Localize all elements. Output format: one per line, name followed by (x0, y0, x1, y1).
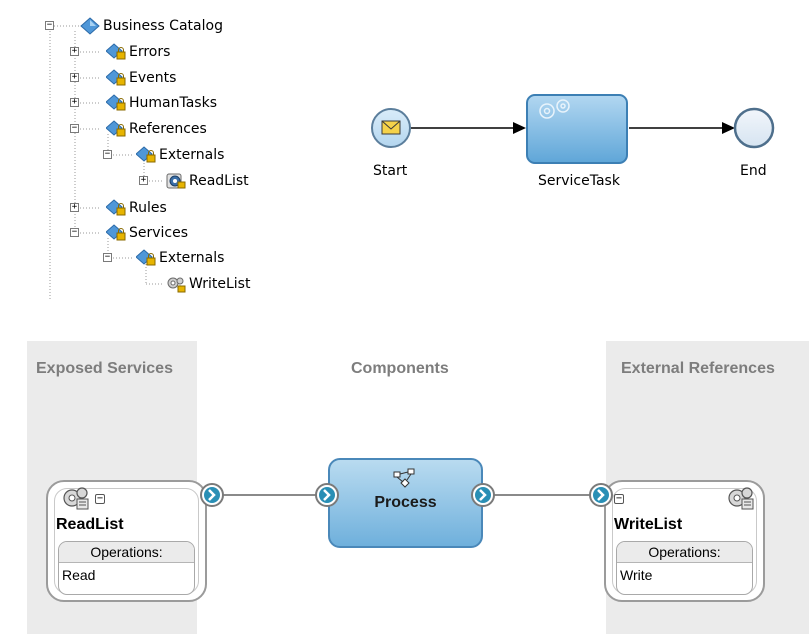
process-input-connector[interactable] (315, 483, 339, 507)
start-event[interactable] (371, 108, 411, 148)
operation-read[interactable]: Read (62, 567, 96, 583)
sequence-flow-start-task[interactable] (411, 122, 526, 134)
expand-toggle-events[interactable]: + (70, 72, 79, 82)
locked-folder-icon (136, 146, 156, 163)
collapse-toggle-readlist[interactable]: − (95, 493, 105, 504)
operations-header: Operations: (617, 542, 752, 563)
catalog-diamond-icon (80, 17, 100, 35)
collapse-toggle-services[interactable]: − (70, 227, 79, 237)
collapse-toggle-references[interactable]: − (70, 123, 79, 133)
start-event-label: Start (373, 163, 408, 179)
locked-folder-icon (106, 69, 126, 86)
tree-node-services[interactable]: Services (106, 223, 188, 243)
tree-node-svc-externals[interactable]: Externals (136, 248, 224, 268)
tree-node-readlist[interactable]: ReadList (166, 171, 249, 191)
tree-node-business-catalog[interactable]: Business Catalog (80, 16, 223, 36)
tree-node-errors[interactable]: Errors (106, 42, 170, 62)
expand-toggle-errors[interactable]: + (70, 46, 79, 56)
writelist-operations-box: Operations: Write (616, 541, 753, 595)
process-component[interactable]: Process (328, 458, 483, 548)
business-catalog-tree: − + + + − − + + − − Business Catalog Err… (0, 0, 330, 300)
tree-node-humantasks[interactable]: HumanTasks (106, 93, 217, 113)
process-component-label: Process (374, 494, 437, 511)
locked-folder-icon (106, 94, 126, 111)
writelist-card-name: WriteList (614, 516, 683, 533)
writelist-reference-card[interactable]: − WriteList Operations: Write (604, 480, 765, 602)
tree-node-label: Rules (129, 200, 167, 216)
readlist-service-card[interactable]: − ReadList Operations: Read (46, 480, 207, 602)
tree-connector-lines (49, 25, 164, 300)
locked-folder-icon (106, 120, 126, 137)
collapse-toggle-root[interactable]: − (45, 20, 54, 30)
collapse-toggle-ref-externals[interactable]: − (103, 149, 112, 159)
service-gears-icon (728, 487, 754, 510)
tree-node-rules[interactable]: Rules (106, 198, 167, 218)
tree-node-label: Externals (159, 250, 225, 266)
tree-node-events[interactable]: Events (106, 68, 176, 88)
operation-write[interactable]: Write (620, 567, 653, 583)
readlist-service-connector[interactable] (200, 483, 224, 507)
locked-folder-icon (106, 224, 126, 241)
collapse-toggle-writelist[interactable]: − (614, 493, 624, 504)
process-flow-icon (393, 468, 415, 488)
lane-title-components: Components (351, 360, 449, 377)
tree-node-label: Services (129, 225, 189, 241)
tree-node-ref-externals[interactable]: Externals (136, 145, 224, 165)
tree-node-label: Errors (129, 44, 171, 60)
tree-node-label: References (129, 121, 207, 137)
locked-folder-icon (106, 199, 126, 216)
tree-node-label: HumanTasks (129, 95, 217, 111)
tree-node-label: Events (129, 70, 177, 86)
tree-node-label: Externals (159, 147, 225, 163)
end-event[interactable] (733, 107, 775, 149)
collapse-toggle-svc-externals[interactable]: − (103, 252, 112, 262)
service-gears-icon (167, 277, 186, 293)
end-event-label: End (740, 163, 767, 179)
service-task-label: ServiceTask (538, 173, 620, 189)
tree-node-references[interactable]: References (106, 119, 207, 139)
lane-title-exposed-services: Exposed Services (36, 360, 173, 377)
tree-node-label: ReadList (189, 173, 249, 189)
expand-toggle-humantasks[interactable]: + (70, 97, 79, 107)
locked-folder-icon (136, 249, 156, 266)
expand-toggle-readlist[interactable]: + (139, 175, 148, 185)
readlist-card-name: ReadList (56, 516, 124, 533)
readlist-operations-box: Operations: Read (58, 541, 195, 595)
lane-title-external-references: External References (621, 360, 775, 377)
expand-toggle-rules[interactable]: + (70, 202, 79, 212)
reference-service-icon (166, 173, 186, 189)
writelist-reference-connector[interactable] (589, 483, 613, 507)
tree-node-label: Business Catalog (103, 18, 223, 34)
service-task[interactable] (526, 94, 628, 164)
tree-node-label: WriteList (189, 276, 251, 292)
locked-folder-icon (106, 43, 126, 60)
process-output-connector[interactable] (471, 483, 495, 507)
service-gears-icon (539, 99, 570, 119)
service-gears-icon (63, 487, 89, 510)
tree-node-writelist[interactable]: WriteList (166, 274, 250, 294)
bpmn-process-diagram (371, 94, 775, 164)
sequence-flow-task-end[interactable] (629, 122, 735, 134)
operations-header: Operations: (59, 542, 194, 563)
